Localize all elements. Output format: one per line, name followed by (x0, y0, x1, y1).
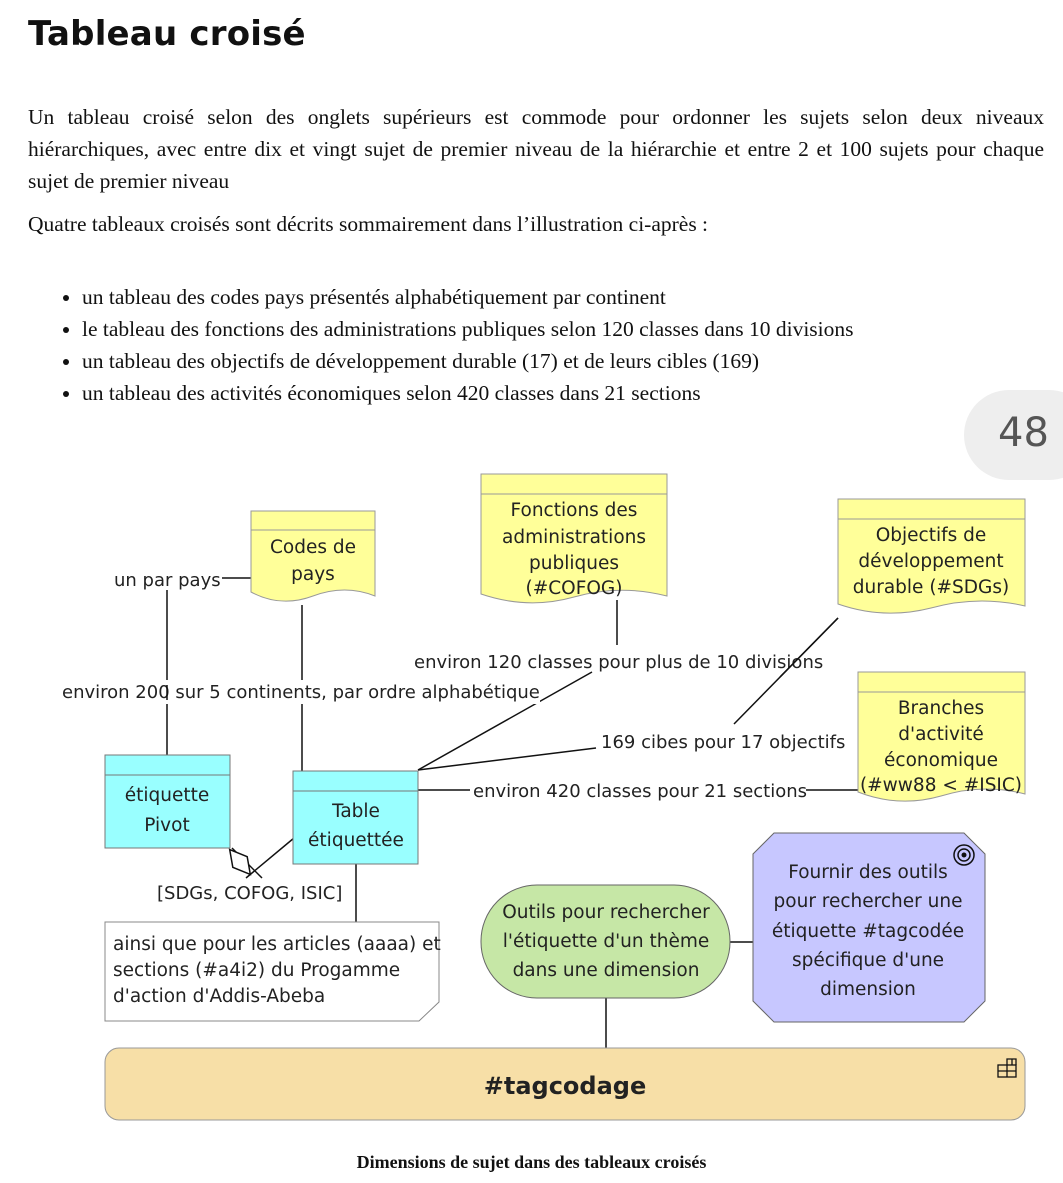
svg-text:économique: économique (884, 750, 998, 771)
node-fournir: Fournir des outils pour rechercher une é… (752, 832, 986, 1023)
svg-text:développement: développement (858, 551, 1003, 572)
node-sdgs: Objectifs de développement durable (#SDG… (837, 498, 1026, 614)
svg-text:Fonctions des: Fonctions des (511, 500, 638, 521)
svg-text:l'étiquette d'un thème: l'étiquette d'un thème (503, 931, 710, 952)
svg-text:Pivot: Pivot (144, 815, 189, 836)
svg-text:administrations: administrations (502, 527, 646, 548)
svg-text:étiquette: étiquette (125, 785, 210, 806)
node-tagcodage: #tagcodage (104, 1047, 1026, 1121)
label-environ-420: environ 420 classes pour 21 sections (473, 781, 807, 802)
svg-text:Branches: Branches (898, 698, 984, 719)
node-etiquette-pivot: étiquette Pivot (104, 754, 231, 849)
target-icon (953, 844, 975, 866)
node-label: Codes de (270, 537, 356, 558)
svg-text:publiques: publiques (529, 553, 619, 574)
svg-text:pour rechercher une: pour rechercher une (774, 891, 963, 912)
svg-text:étiquettée: étiquettée (308, 830, 404, 851)
svg-text:dans une dimension: dans une dimension (513, 960, 700, 981)
svg-text:d'activité: d'activité (898, 724, 983, 745)
figure-caption: Dimensions de sujet dans des tableaux cr… (356, 1152, 707, 1172)
lead-paragraph: Quatre tableaux croisés sont décrits som… (28, 212, 709, 236)
label-sdgs-cofog-isic: [SDGs, COFOG, ISIC] (157, 883, 342, 904)
node-table-etiquetee: Table étiquettée (292, 770, 419, 865)
bullet-list: un tableau des codes pays présentés alph… (28, 281, 854, 409)
node-label: pays (291, 564, 335, 585)
aggregation-diamond (228, 848, 252, 876)
svg-text:Outils pour rechercher: Outils pour rechercher (502, 902, 710, 923)
svg-text:dimension: dimension (820, 979, 916, 1000)
svg-text:spécifique d'une: spécifique d'une (792, 950, 944, 971)
page-number: 48 (998, 410, 1049, 456)
node-codes-pays: Codes de pays (250, 510, 376, 602)
list-item: un tableau des activités économiques sel… (82, 377, 854, 409)
grid-icon (997, 1058, 1017, 1078)
svg-text:d'action d'Addis-Abeba: d'action d'Addis-Abeba (113, 986, 325, 1007)
node-note: ainsi que pour les articles (aaaa) et se… (104, 921, 441, 1022)
intro-paragraph: Un tableau croisé selon des onglets supé… (28, 105, 1044, 193)
svg-text:durable (#SDGs): durable (#SDGs) (853, 577, 1009, 598)
edge-labels: un par pays environ 200 sur 5 continents… (60, 568, 845, 904)
list-item: un tableau des codes pays présentés alph… (82, 281, 854, 313)
label-environ-120: environ 120 classes pour plus de 10 divi… (414, 652, 823, 673)
page-number-badge (964, 390, 1063, 480)
list-item: un tableau des objectifs de développemen… (82, 345, 854, 377)
svg-text:(#COFOG): (#COFOG) (526, 578, 623, 599)
node-outils: Outils pour rechercher l'étiquette d'un … (480, 884, 731, 999)
svg-text:Fournir des outils: Fournir des outils (788, 862, 948, 883)
label-169-cibles: 169 cibes pour 17 objectifs (601, 732, 845, 753)
svg-text:sections (#a4i2) du Progamme: sections (#a4i2) du Progamme (113, 960, 400, 981)
svg-text:ainsi que pour les articles (a: ainsi que pour les articles (aaaa) et (113, 934, 441, 955)
svg-text:Objectifs de: Objectifs de (876, 525, 987, 546)
svg-text:étiquette #tagcodée: étiquette #tagcodée (772, 921, 964, 942)
list-item: le tableau des fonctions des administrat… (82, 313, 854, 345)
node-branches: Branches d'activité économique (#ww88 < … (857, 671, 1026, 802)
svg-text:Table: Table (331, 801, 380, 822)
page-title: Tableau croisé (28, 14, 306, 54)
label-environ-200: environ 200 sur 5 continents, par ordre … (62, 682, 540, 703)
svg-text:#tagcodage: #tagcodage (484, 1072, 647, 1100)
svg-text:(#ww88 < #ISIC): (#ww88 < #ISIC) (860, 775, 1022, 796)
label-un-par-pays: un par pays (114, 570, 221, 591)
node-cofog: Fonctions des administrations publiques … (480, 473, 668, 604)
